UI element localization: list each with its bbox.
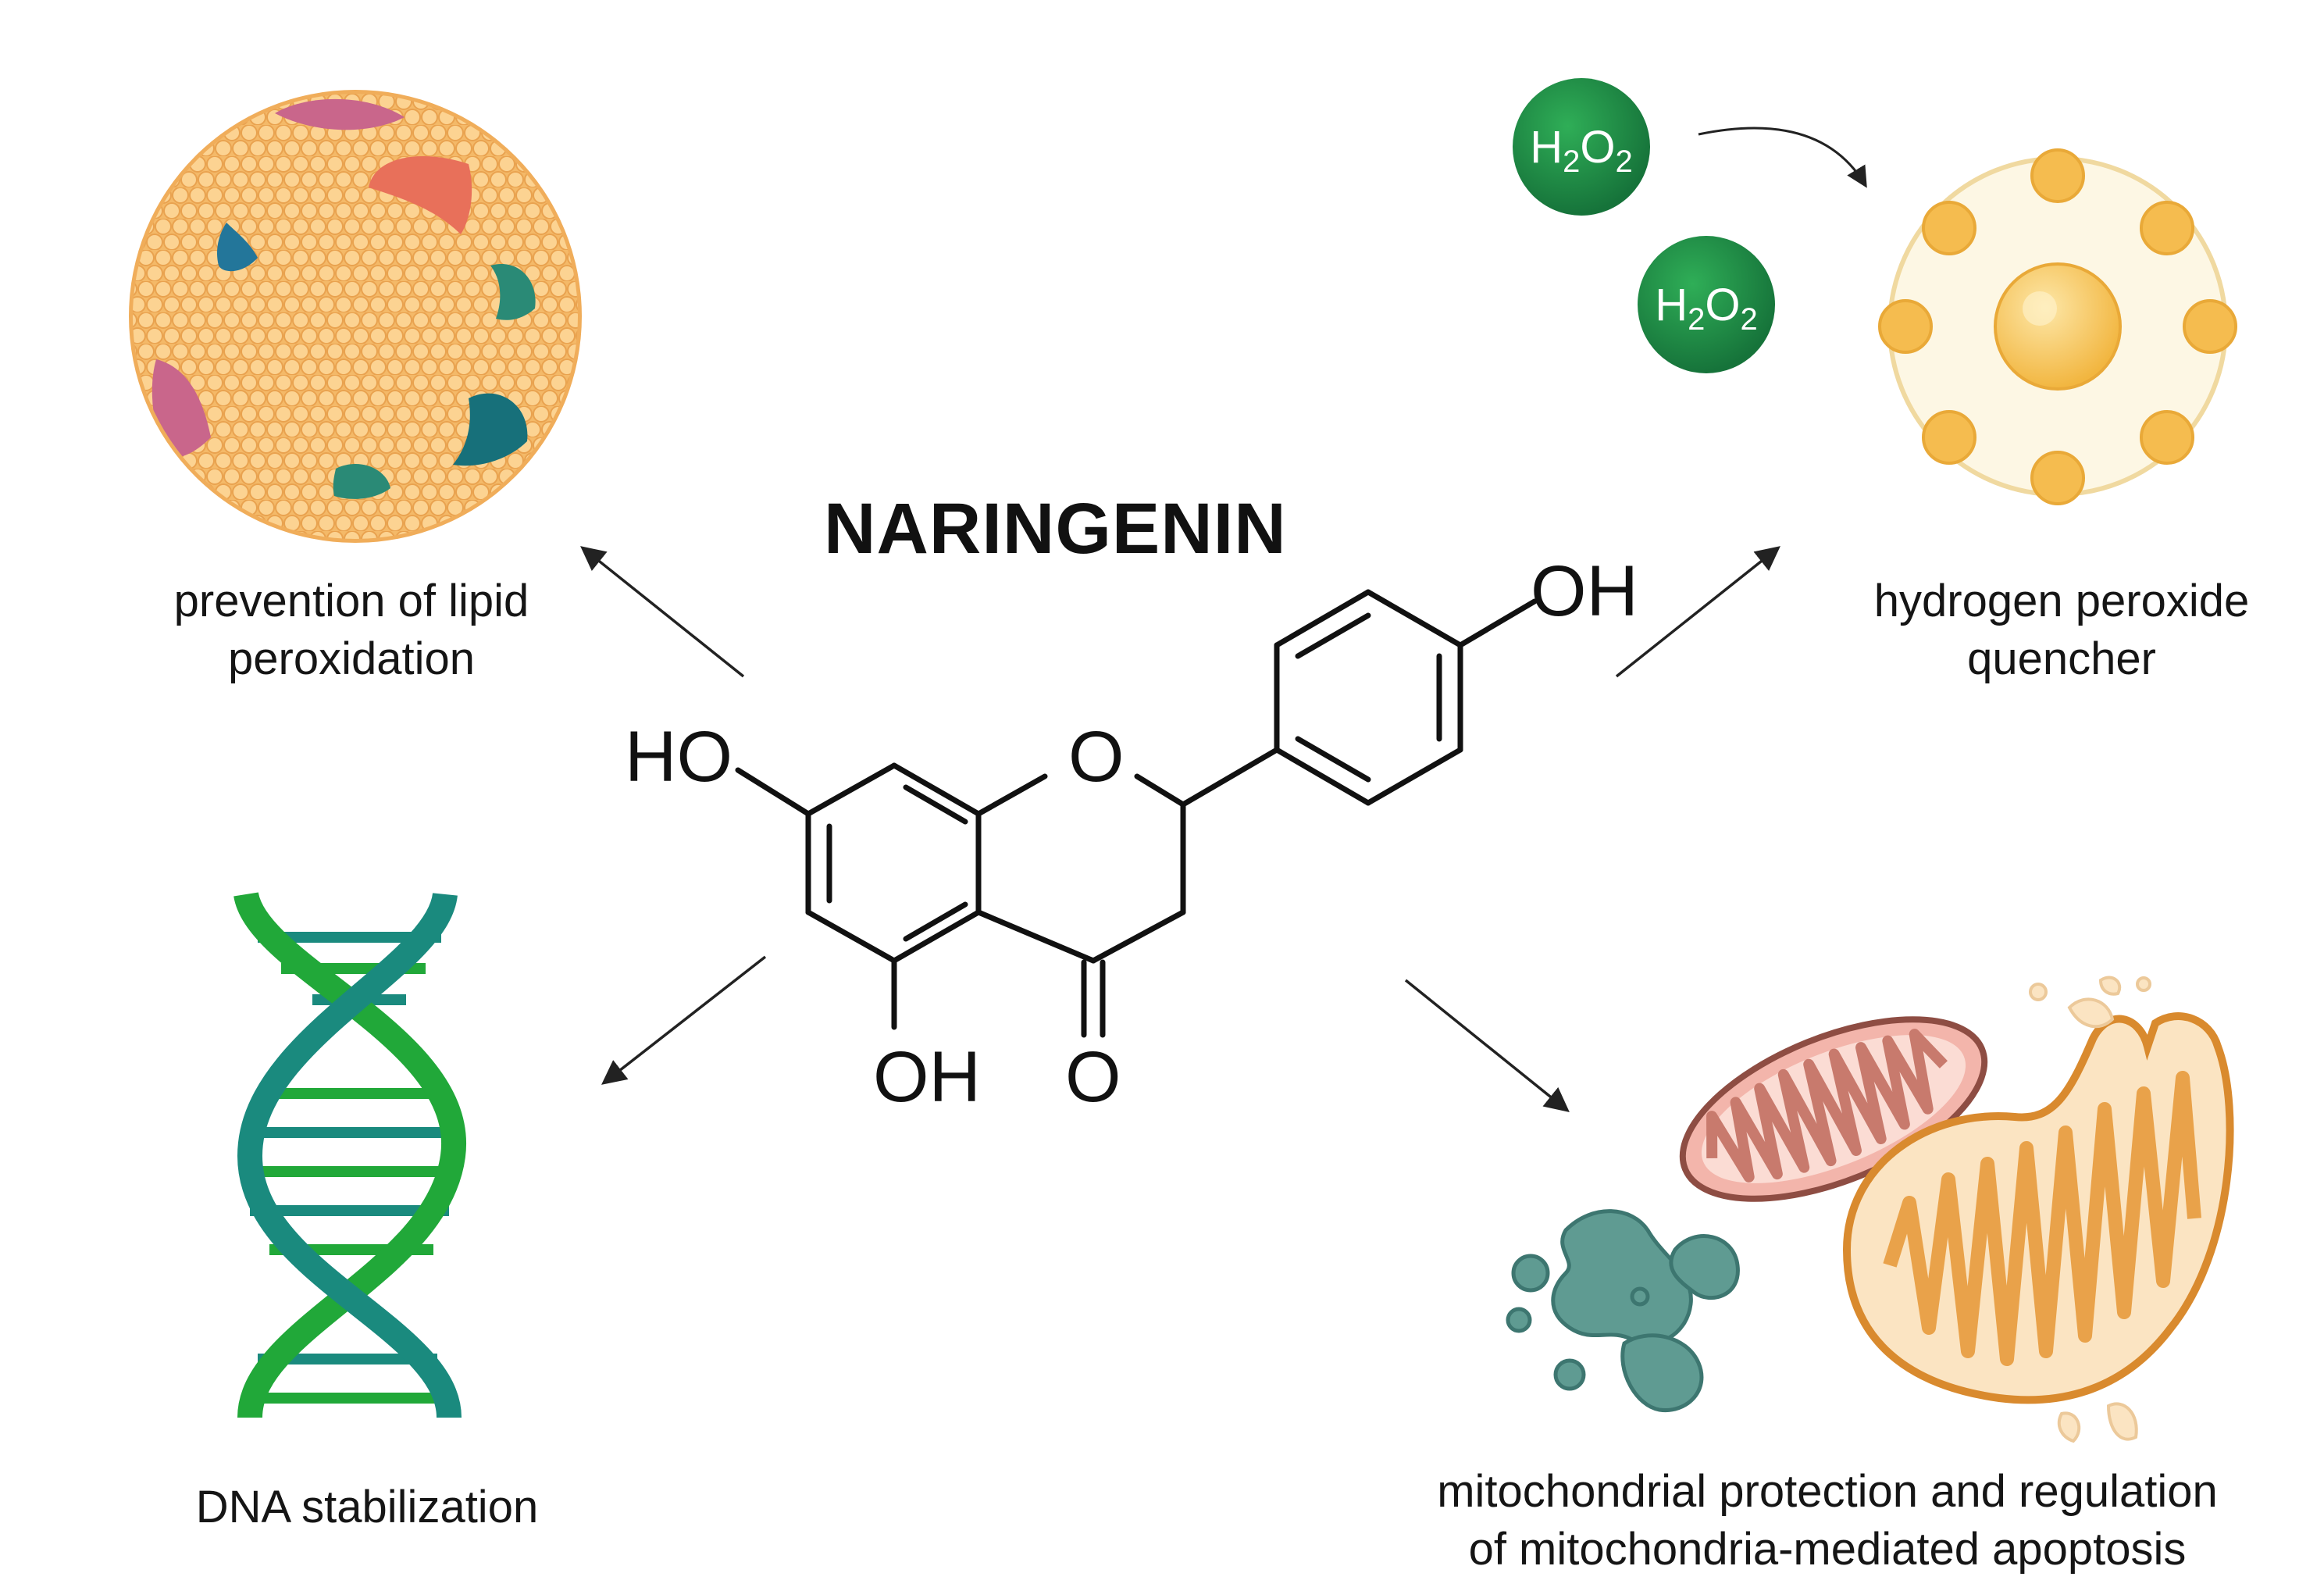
- label-h2o2-line-1: hydrogen peroxide: [1873, 576, 2250, 626]
- label-hydrogen-peroxide-quencher: hydrogen peroxide quencher: [1820, 573, 2304, 688]
- label-mito-line-2: of mitochondria-mediated apoptosis: [1468, 1524, 2187, 1575]
- arrow-to-lipid: [580, 546, 745, 678]
- arrow-to-h2o2: [1615, 546, 1780, 678]
- label-mito-line-1: mitochondrial protection and regulation: [1437, 1466, 2218, 1517]
- atom-ho-left: HO: [625, 717, 732, 797]
- atom-oh-top: OH: [1531, 551, 1638, 631]
- atom-oh-bottom: OH: [873, 1037, 981, 1117]
- lipid-droplet-illustration: [129, 90, 582, 543]
- naringenin-structure: [735, 589, 1538, 1038]
- svg-text:H2O2: H2O2: [1655, 280, 1758, 337]
- diagram-title: NARINGENIN: [824, 489, 1287, 569]
- quencher-particle: [1878, 148, 2237, 505]
- label-lipid-line-2: peroxidation: [228, 633, 475, 684]
- label-lipid-line-1: prevention of lipid: [173, 576, 529, 626]
- label-mitochondrial-protection: mitochondrial protection and regulation …: [1343, 1463, 2312, 1579]
- arrow-to-dna: [601, 955, 767, 1085]
- h2o2-molecule-1: H2O2: [1513, 78, 1650, 216]
- label-dna-stabilization: DNA stabilization: [195, 1482, 539, 1532]
- label-h2o2-line-2: quencher: [1967, 633, 2156, 684]
- atom-carbonyl-oxygen: O: [1065, 1037, 1121, 1117]
- atom-ring-oxygen: O: [1068, 717, 1125, 797]
- h2o2-molecule-2: H2O2: [1638, 236, 1775, 373]
- arrow-to-mitochondria: [1404, 979, 1570, 1112]
- dna-double-helix: [233, 891, 467, 1419]
- mitochondria-illustration: [1506, 976, 2234, 1443]
- h2o2-curved-arrow: [1698, 127, 1867, 188]
- label-lipid-peroxidation: prevention of lipid peroxidation: [117, 573, 586, 688]
- svg-text:H2O2: H2O2: [1530, 122, 1633, 179]
